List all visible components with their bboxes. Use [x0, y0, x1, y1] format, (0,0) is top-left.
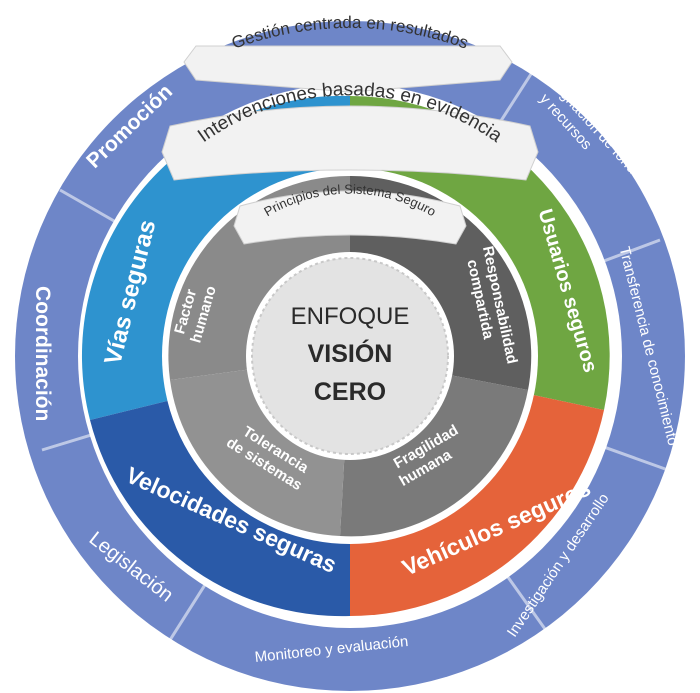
center-circle: [251, 257, 449, 455]
principles-ring: [168, 175, 532, 537]
svg-text:Coordinación: Coordinación: [31, 286, 54, 421]
center-line-2: VISIÓN: [308, 338, 393, 368]
center-line-1: ENFOQUE: [291, 303, 410, 330]
center-line-3: CERO: [314, 378, 386, 406]
center-text: ENFOQUE VISIÓN CERO: [291, 303, 410, 406]
function-coordinacion: Coordinación: [31, 286, 54, 421]
